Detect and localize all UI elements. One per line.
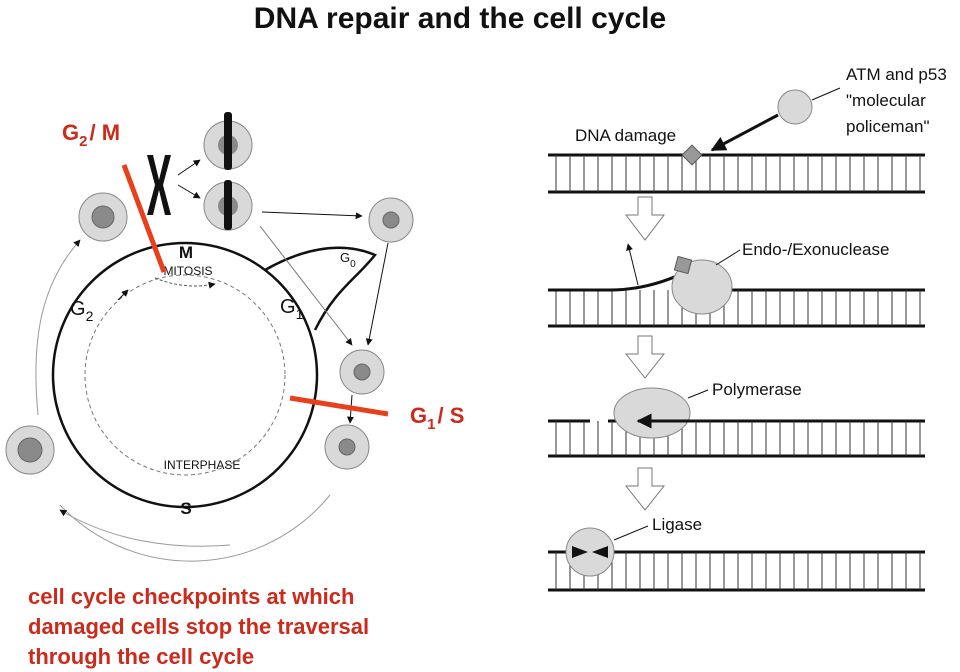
arrow-to-bottom-cell <box>177 184 201 199</box>
endo-exonuclease-label: Endo-/Exonuclease <box>742 240 889 259</box>
arrow-g0-to-g1 <box>365 242 389 346</box>
mitosis-arrow <box>154 277 216 289</box>
g2-arrow <box>117 289 129 301</box>
dna-ladder-excision <box>548 288 925 328</box>
g1-label: G1 <box>280 296 304 322</box>
checkpoint-caption-line-3: through the cell cycle <box>28 644 254 669</box>
excised-strand <box>548 268 691 292</box>
dna-ladder-polymerase <box>548 419 925 458</box>
phase-s-label: S <box>180 499 191 518</box>
arrow-to-top-cell <box>177 159 201 176</box>
atm-to-damage-arrow <box>710 113 779 152</box>
atm-label-line-3: policeman" <box>846 117 930 136</box>
cell-cycle: M MITOSIS INTERPHASE S G2 G1 G0 <box>5 112 464 669</box>
g0-loop <box>264 246 378 331</box>
dna-ladder-damage <box>548 153 925 194</box>
g2-m-checkpoint-label: G2/ M <box>62 120 120 150</box>
dna-repair-steps: ATM and p53 "molecular policeman" DNA da… <box>548 65 947 592</box>
polymerase-enzyme <box>613 387 691 439</box>
phase-m-label: M <box>179 243 193 262</box>
endo-pointer-line <box>715 249 741 266</box>
step-arrow-3 <box>624 467 666 511</box>
damage-site-icon <box>681 144 703 166</box>
checkpoint-caption-line-2: damaged cells stop the traversal <box>28 614 369 639</box>
mitosis-label: MITOSIS <box>163 264 212 278</box>
ligase-enzyme <box>565 527 615 577</box>
polymerase-pointer-line <box>687 389 709 399</box>
ligase-join-icon <box>572 546 608 558</box>
excision-arrow <box>626 243 639 286</box>
interphase-dashed-circle <box>84 274 286 476</box>
outer-cycle-arc <box>59 494 331 562</box>
page-title: DNA repair and the cell cycle <box>254 2 666 35</box>
cell-g0 <box>368 197 414 243</box>
ligase-label: Ligase <box>652 515 702 534</box>
ligase-pointer-line <box>613 525 649 541</box>
cell-mitosis-top <box>203 112 253 170</box>
cell-mitosis-bottom <box>203 180 253 231</box>
cell-s <box>324 424 370 470</box>
dna-damage-label: DNA damage <box>575 126 676 145</box>
g0-label: G0 <box>340 250 356 270</box>
step-arrow-2 <box>624 335 666 379</box>
outer-arc-arrow <box>59 509 231 547</box>
outer-cycle-arc-left <box>35 239 81 416</box>
arrow-to-g0-cell <box>261 211 363 220</box>
interphase-label: INTERPHASE <box>164 458 241 472</box>
step-arrow-1 <box>624 196 666 241</box>
chromosome-icon <box>147 155 171 215</box>
atm-pointer-line <box>811 87 841 101</box>
g1-s-checkpoint-bar <box>289 395 389 417</box>
g1-s-checkpoint-label: G1/ S <box>410 403 464 433</box>
atm-label-line-1: ATM and p53 <box>846 65 947 84</box>
cell-cycle-circle <box>51 241 319 509</box>
g2-label: G2 <box>70 298 94 324</box>
polymerase-label: Polymerase <box>712 380 802 399</box>
excised-nucleotide-icon <box>673 255 693 275</box>
cell-interphase-left <box>5 425 55 475</box>
atm-protein <box>777 89 813 125</box>
checkpoint-caption-line-1: cell cycle checkpoints at which <box>28 584 354 609</box>
cell-g1 <box>339 349 385 395</box>
arrow-mitosis-to-g1 <box>259 225 353 346</box>
cell-g2 <box>78 192 128 242</box>
g2-m-checkpoint-bar <box>121 164 167 273</box>
atm-label-line-2: "molecular <box>846 91 926 110</box>
